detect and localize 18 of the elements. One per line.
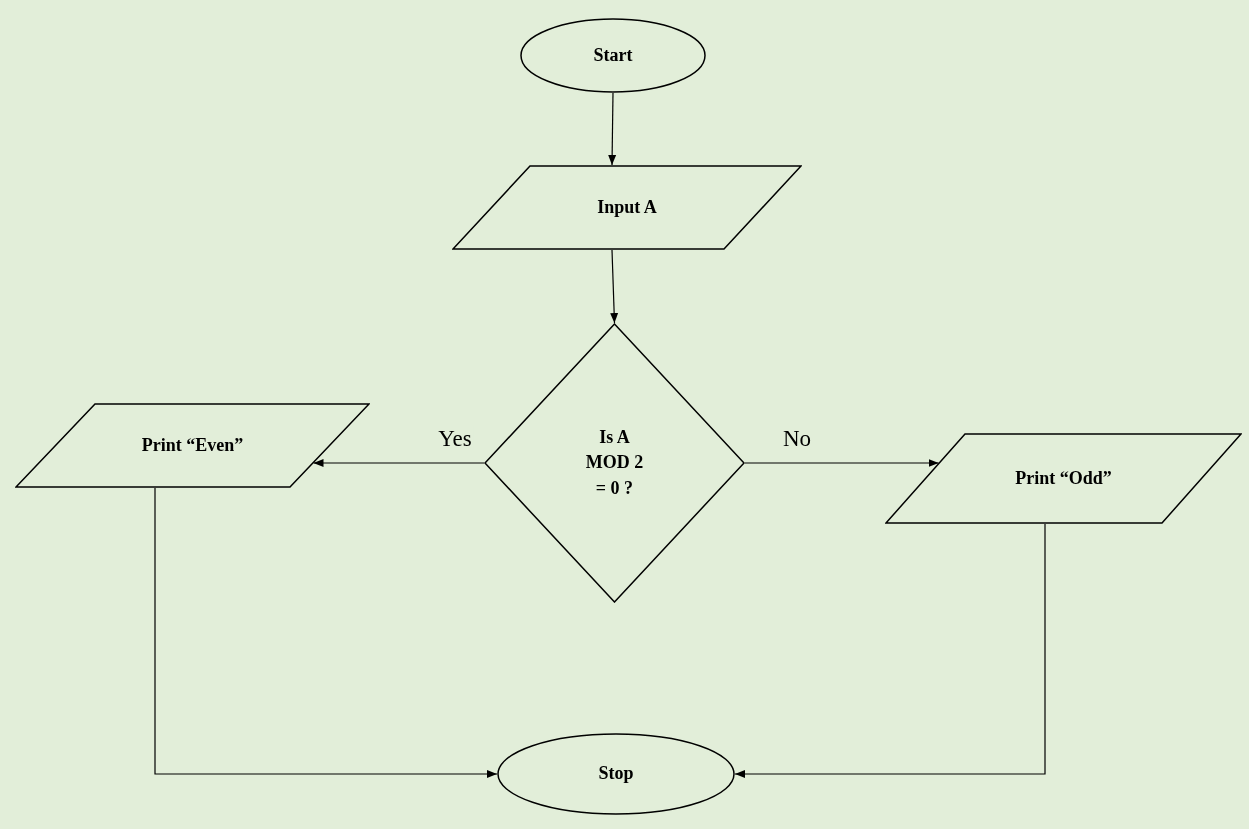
- arrow: [610, 249, 619, 324]
- terminal-ellipse: [497, 733, 735, 815]
- io-parallelogram: [885, 433, 1242, 524]
- arrow: [608, 92, 617, 166]
- node-text: Stop: [598, 762, 634, 786]
- terminal-ellipse: [520, 18, 706, 93]
- decision-diamond: [484, 323, 745, 603]
- node-text: Print “Even”: [141, 433, 244, 457]
- node-text: Start: [593, 43, 633, 67]
- arrow: [744, 459, 940, 467]
- arrow: [312, 459, 485, 467]
- node-text: Is A MOD 2 = 0 ?: [584, 426, 645, 500]
- node-text: Input A: [597, 195, 657, 219]
- arrow: [154, 487, 498, 778]
- node-text: Print “Odd”: [1015, 466, 1112, 490]
- io-parallelogram: [452, 165, 802, 250]
- io-parallelogram: [15, 403, 370, 488]
- arrow: [734, 523, 1046, 778]
